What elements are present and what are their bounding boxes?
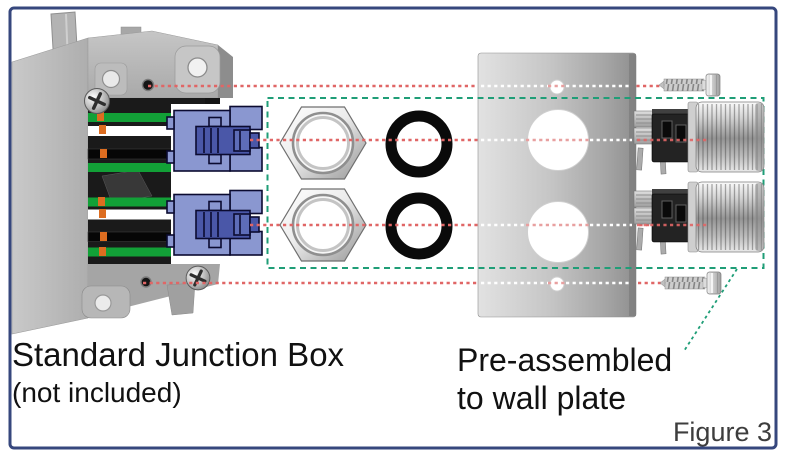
green-leader-line (683, 268, 738, 352)
junction-box-caption-line2: (not included) (12, 377, 182, 408)
alignment-lines-on-plate (481, 84, 632, 285)
mounting-screw-top (658, 73, 721, 97)
keystone-connector-2 (166, 189, 263, 256)
pre-assembled-group-outline (266, 97, 765, 269)
keystone-connector-1 (166, 105, 263, 172)
figure-border (8, 6, 778, 450)
phillips-screw-top (82, 86, 112, 116)
top-ear-hole (187, 57, 208, 78)
push-button-2 (633, 181, 765, 255)
wall-plate-caption-line1: Pre-assembled (457, 342, 673, 378)
junction-box-caption: Standard Junction Box (not included) (12, 336, 344, 409)
junction-box-left-panel (11, 37, 89, 335)
wire-clips (97, 112, 107, 256)
wires (87, 112, 174, 257)
push-button-1 (633, 101, 765, 175)
plate-button-hole-2 (527, 201, 589, 263)
phillips-screw-bottom (184, 264, 212, 292)
wall-plate-caption: Pre-assembled to wall plate (457, 341, 672, 417)
wall-plate (477, 52, 637, 318)
o-ring-2 (385, 192, 453, 260)
mounting-screw-bottom (659, 271, 722, 295)
o-ring-1 (385, 110, 453, 178)
top-boss-hole (101, 69, 121, 89)
hex-nut-1 (278, 105, 368, 181)
junction-box-caption-line1: Standard Junction Box (12, 336, 345, 373)
figure-number-label: Figure 3 (672, 417, 772, 447)
bottom-ear-hole (94, 294, 112, 312)
alignment-lines-over-buttons (637, 138, 709, 227)
junction-box-illustration (11, 11, 263, 335)
wall-plate-caption-line2: to wall plate (457, 380, 626, 416)
